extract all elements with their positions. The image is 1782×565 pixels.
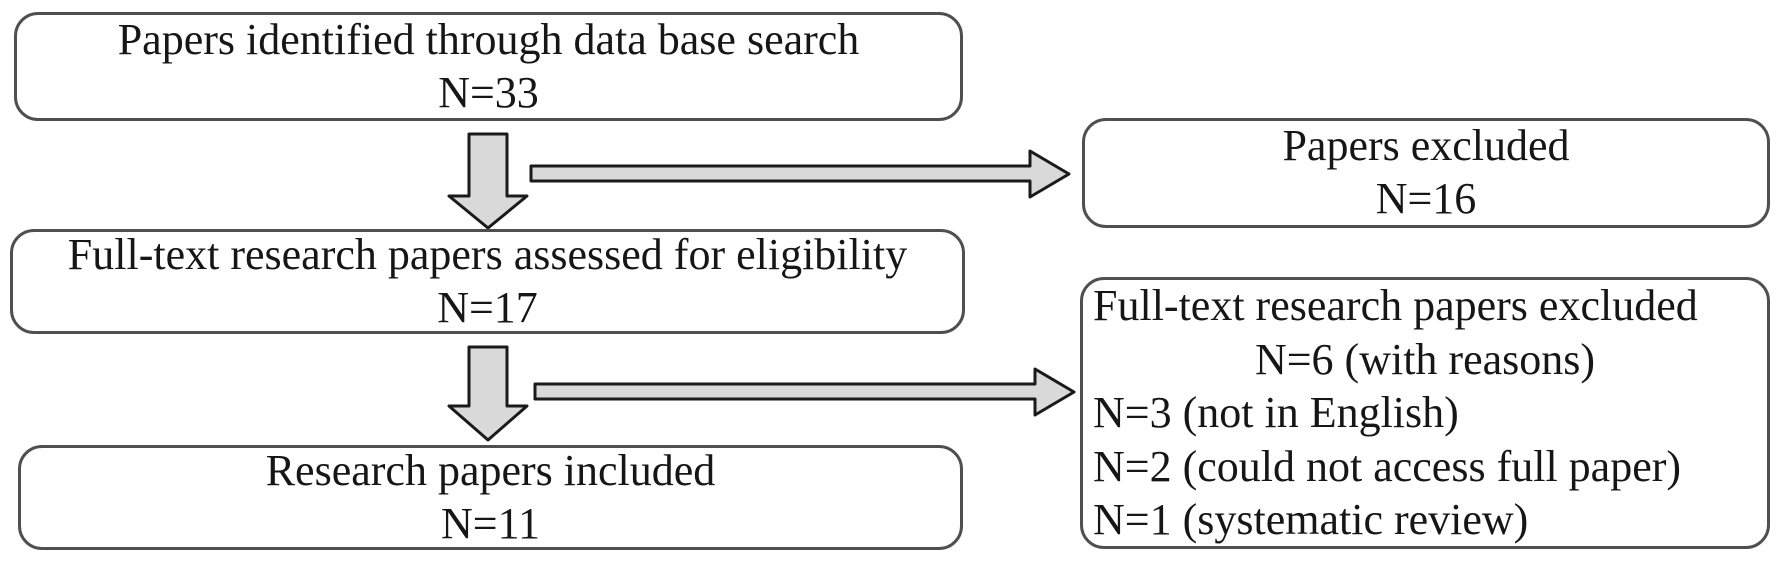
box-fulltext-assessed-count: N=17 xyxy=(437,282,538,332)
right-arrow-icon xyxy=(529,149,1071,199)
box-fulltext-excluded-reason: N=2 (could not access full paper) xyxy=(1093,441,1682,491)
box-papers-identified-count: N=33 xyxy=(438,67,539,117)
box-papers-excluded-count: N=16 xyxy=(1375,174,1477,223)
box-papers-excluded: Papers excluded N=16 xyxy=(1082,118,1770,228)
box-papers-identified-label: Papers identified through data base sear… xyxy=(117,14,860,64)
box-papers-included-count: N=11 xyxy=(441,498,540,548)
box-fulltext-assessed-label: Full-text research papers assessed for e… xyxy=(67,229,908,279)
box-fulltext-assessed: Full-text research papers assessed for e… xyxy=(10,229,965,334)
box-papers-included: Research papers included N=11 xyxy=(18,445,963,550)
down-arrow-icon xyxy=(447,132,529,230)
box-fulltext-excluded: Full-text research papers excluded N=6 (… xyxy=(1080,277,1770,549)
box-fulltext-excluded-count: N=6 (with reasons) xyxy=(1254,334,1596,384)
box-fulltext-excluded-label: Full-text research papers excluded xyxy=(1093,281,1698,331)
box-fulltext-excluded-reason: N=3 (not in English) xyxy=(1093,388,1459,438)
box-fulltext-excluded-reason: N=1 (systematic review) xyxy=(1093,495,1529,545)
box-papers-excluded-label: Papers excluded xyxy=(1282,121,1570,171)
right-arrow-icon xyxy=(533,367,1076,417)
down-arrow-icon xyxy=(447,345,529,442)
box-papers-included-label: Research papers included xyxy=(265,445,716,495)
box-papers-identified: Papers identified through data base sear… xyxy=(14,12,963,121)
